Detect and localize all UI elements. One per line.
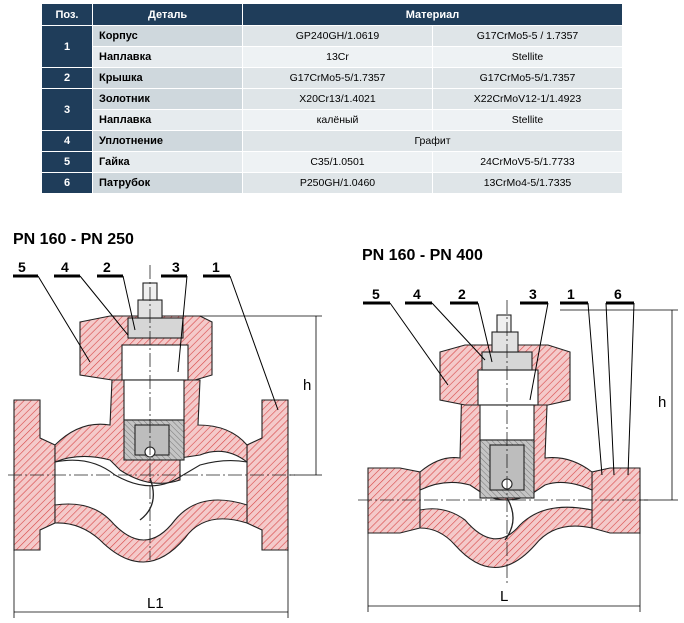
table-row: 2 Крышка G17CrMo5-5/1.7357 G17CrMo5-5/1.… bbox=[41, 67, 624, 89]
row-part: Патрубок bbox=[92, 172, 243, 194]
left-callout-4: 4 bbox=[61, 259, 69, 275]
row-material-1: калёный bbox=[242, 109, 433, 131]
row-material-1: X20Cr13/1.4021 bbox=[242, 88, 433, 110]
table-header-row: Поз. Деталь Материал bbox=[41, 3, 624, 26]
row-material-1: C35/1.0501 bbox=[242, 151, 433, 173]
table-row: 3 Золотник X20Cr13/1.4021 X22CrMoV12-1/1… bbox=[41, 88, 624, 131]
left-dim-l1: L1 bbox=[147, 595, 164, 612]
row-part: Наплавка bbox=[92, 109, 243, 131]
right-dim-l: L bbox=[500, 588, 508, 605]
row-material-1: P250GH/1.0460 bbox=[242, 172, 433, 194]
table-row: 5 Гайка C35/1.0501 24CrMoV5-5/1.7733 bbox=[41, 151, 624, 173]
left-callout-3: 3 bbox=[172, 259, 180, 275]
right-callout-5: 5 bbox=[372, 286, 380, 302]
row-material-2: G17CrMo5-5/1.7357 bbox=[431, 67, 624, 89]
row-part: Гайка bbox=[92, 151, 243, 173]
right-dim-h: h bbox=[658, 394, 666, 411]
left-callouts bbox=[13, 274, 279, 411]
row-pos: 2 bbox=[41, 67, 93, 89]
table-row: 4 Уплотнение Графит bbox=[41, 130, 624, 152]
right-callout-6: 6 bbox=[614, 286, 622, 302]
table-row: Наплавка 13Cr Stellite bbox=[42, 46, 624, 68]
row-material-2: Stellite bbox=[431, 46, 624, 68]
left-callout-5: 5 bbox=[18, 259, 26, 275]
left-dim-lines bbox=[13, 315, 322, 618]
right-callout-1: 1 bbox=[567, 286, 575, 302]
row-pos: 6 bbox=[41, 172, 93, 194]
row-material-2: G17CrMo5-5 / 1.7357 bbox=[431, 25, 624, 47]
right-callouts bbox=[363, 301, 635, 476]
header-pos: Поз. bbox=[41, 3, 93, 26]
left-valve bbox=[13, 282, 289, 563]
row-material-span: Графит bbox=[241, 130, 624, 152]
right-dim-lines bbox=[367, 309, 678, 612]
left-callout-2: 2 bbox=[103, 259, 111, 275]
left-drawing-title: PN 160 - PN 250 bbox=[13, 231, 134, 248]
row-pos: 4 bbox=[41, 130, 93, 152]
left-dim-h: h bbox=[303, 377, 311, 394]
right-drawing-title: PN 160 - PN 400 bbox=[362, 247, 483, 264]
row-material-2: Stellite bbox=[431, 109, 624, 131]
row-part: Корпус bbox=[92, 25, 243, 47]
row-material-1: G17CrMo5-5/1.7357 bbox=[242, 67, 433, 89]
row-part: Наплавка bbox=[92, 46, 243, 68]
row-material-2: 24CrMoV5-5/1.7733 bbox=[431, 151, 624, 173]
header-part: Деталь bbox=[92, 3, 243, 26]
row-material-1: 13Cr bbox=[242, 46, 433, 68]
row-material-2: X22CrMoV12-1/1.4923 bbox=[431, 88, 624, 110]
row-material-2: 13CrMo4-5/1.7335 bbox=[431, 172, 624, 194]
table-row: 6 Патрубок P250GH/1.0460 13CrMo4-5/1.733… bbox=[41, 172, 624, 194]
right-callout-2: 2 bbox=[458, 286, 466, 302]
row-pos: 3 bbox=[41, 88, 93, 131]
table-row: Наплавка калёный Stellite bbox=[42, 109, 624, 131]
row-part: Золотник bbox=[92, 88, 243, 110]
left-callout-1: 1 bbox=[212, 259, 220, 275]
right-callout-4: 4 bbox=[413, 286, 421, 302]
materials-table: Поз. Деталь Материал 1 Корпус GP240GH/1.… bbox=[41, 3, 624, 194]
row-material-1: GP240GH/1.0619 bbox=[242, 25, 433, 47]
header-material: Материал bbox=[241, 3, 624, 26]
right-callout-3: 3 bbox=[529, 286, 537, 302]
